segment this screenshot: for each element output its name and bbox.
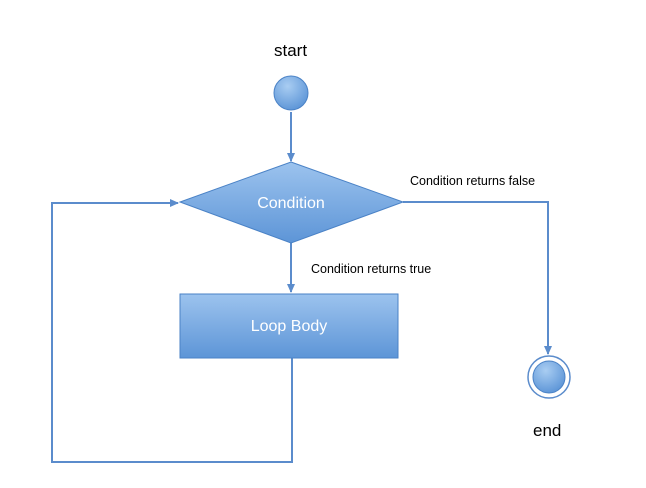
loop-body-box <box>179 293 399 359</box>
end-label: end <box>533 421 562 440</box>
condition-label: Condition <box>257 195 325 212</box>
loop-body-label: Loop Body <box>250 318 328 335</box>
condition-true-label: Condition returns true <box>311 262 432 276</box>
start-node <box>273 75 309 111</box>
condition-diamond <box>178 161 405 244</box>
loop-back-arrow <box>51 199 293 463</box>
condition-false-arrow <box>403 201 552 355</box>
start-label: start <box>274 41 308 60</box>
condition-false-label: Condition returns false <box>410 174 536 188</box>
end-node-inner <box>532 360 566 394</box>
